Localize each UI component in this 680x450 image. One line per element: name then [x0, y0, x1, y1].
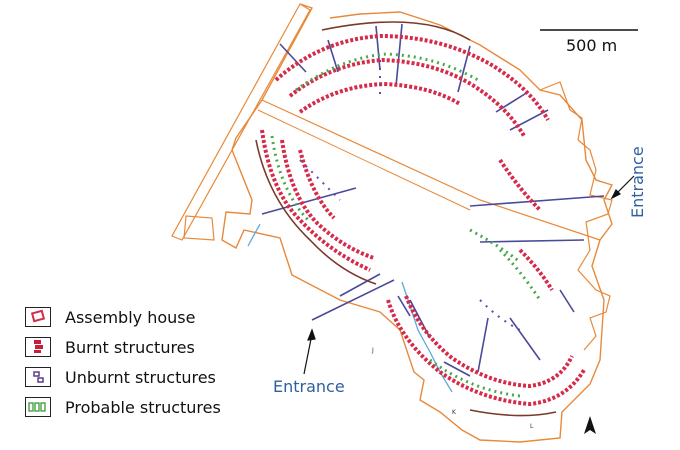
stream-2 — [247, 223, 261, 247]
burnt-structures-icon — [25, 337, 51, 357]
airstrip-outline — [171, 3, 311, 241]
entrance-arrow-right — [610, 175, 635, 200]
unburnt-structures-icon — [25, 367, 51, 387]
legend-label: Probable structures — [65, 397, 221, 417]
unburnt-structures — [299, 60, 521, 331]
map-label-l: L — [530, 423, 534, 430]
probable-structures — [270, 52, 542, 398]
entrance-label-right: Entrance — [628, 146, 647, 218]
map-legend: Assembly house Burnt structures Unburnt … — [25, 302, 221, 422]
entrance-label-bottom: Entrance — [273, 377, 345, 396]
probable-structures-icon — [25, 397, 51, 417]
north-arrow-icon — [584, 416, 596, 434]
assembly-house-icon — [25, 307, 51, 327]
legend-label: Unburnt structures — [65, 367, 216, 387]
legend-item-probable-structures: Probable structures — [25, 392, 221, 422]
legend-item-unburnt-structures: Unburnt structures — [25, 362, 221, 392]
legend-label: Burnt structures — [65, 337, 195, 357]
ring-roads — [255, 21, 557, 417]
coast-outline — [539, 81, 613, 351]
legend-item-burnt-structures: Burnt structures — [25, 332, 221, 362]
entrance-arrow-bottom — [303, 328, 316, 375]
map-label-j: J — [371, 347, 374, 354]
inner-lagoon-edge — [261, 99, 601, 241]
inner-lagoon-edge-2 — [257, 109, 471, 211]
scale-bar-label: 500 m — [566, 36, 618, 55]
map-label-k: K — [452, 409, 457, 416]
burnt-structures — [260, 33, 586, 407]
parcel-outline — [183, 215, 215, 241]
legend-label: Assembly house — [65, 307, 196, 327]
legend-item-assembly-house: Assembly house — [25, 302, 221, 332]
roads — [261, 23, 605, 377]
